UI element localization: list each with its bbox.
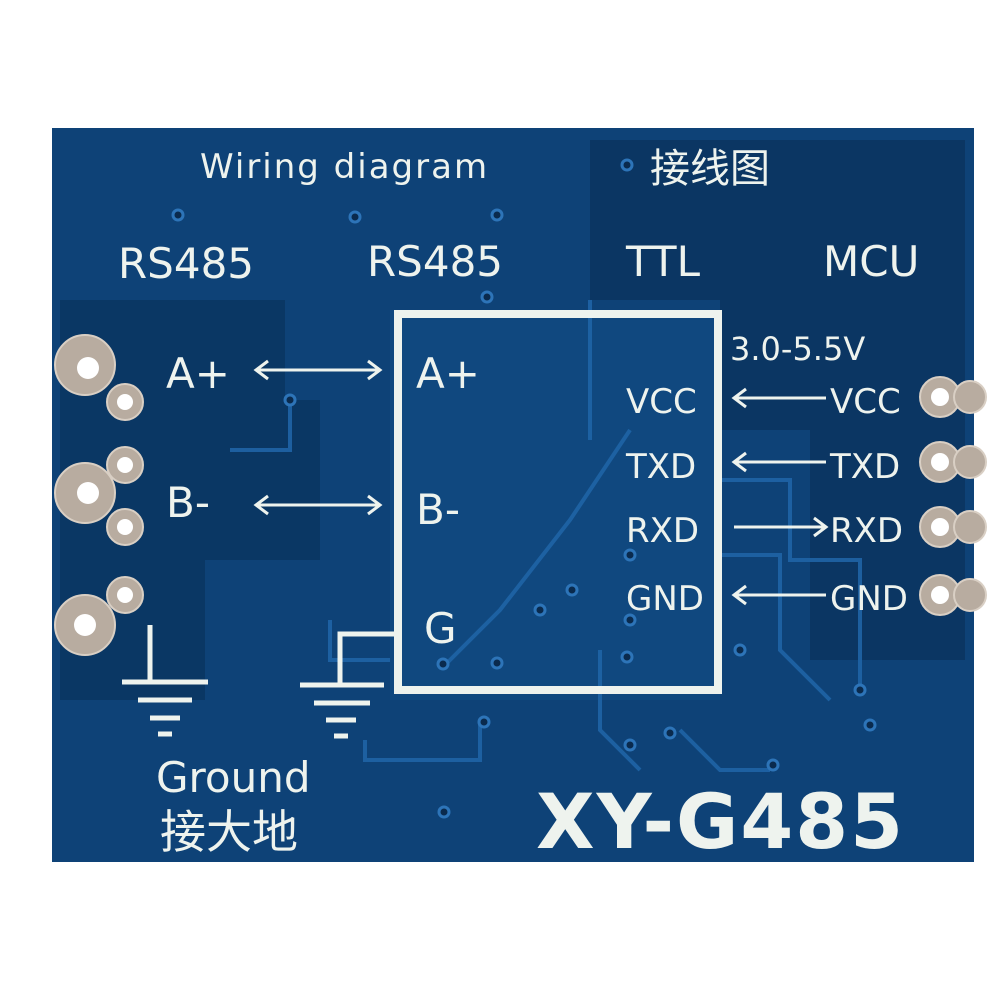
chip-pin-g: G	[424, 604, 457, 653]
chip-pin-rxd: RXD	[626, 511, 699, 551]
chip-pin-txd: TXD	[625, 447, 696, 487]
via-holes	[171, 158, 877, 819]
title-chinese: 接线图	[650, 146, 770, 192]
header-mcu: MCU	[823, 237, 919, 286]
mcu-pin-rxd: RXD	[830, 511, 903, 551]
model-number: XY-G485	[536, 777, 905, 866]
chip-pin-vcc: VCC	[626, 382, 697, 422]
chip-pin-b: B-	[416, 485, 460, 534]
ground-symbol-mid	[300, 631, 398, 739]
left-pin-a: A+	[166, 349, 230, 398]
header-rs485-mid: RS485	[367, 237, 503, 286]
mcu-pin-txd: TXD	[829, 447, 900, 487]
mcu-pin-gnd: GND	[830, 579, 908, 619]
left-pads	[54, 334, 144, 656]
arrows-ttl	[731, 387, 829, 606]
header-ttl: TTL	[625, 237, 701, 286]
voltage-range: 3.0-5.5V	[730, 330, 865, 368]
ground-symbol-left	[122, 625, 208, 737]
title-english: Wiring diagram	[200, 147, 489, 187]
ground-label-english: Ground	[156, 753, 311, 802]
right-pads	[919, 376, 987, 616]
arrows-rs485	[253, 359, 383, 516]
chip-pin-gnd: GND	[626, 579, 704, 619]
ground-label-chinese: 接大地	[160, 805, 298, 859]
header-rs485-left: RS485	[118, 239, 254, 288]
module-outline	[394, 310, 722, 694]
chip-pin-a: A+	[416, 349, 480, 398]
left-pin-b: B-	[166, 478, 210, 527]
mcu-pin-vcc: VCC	[830, 382, 901, 422]
pcb-board	[52, 128, 974, 862]
